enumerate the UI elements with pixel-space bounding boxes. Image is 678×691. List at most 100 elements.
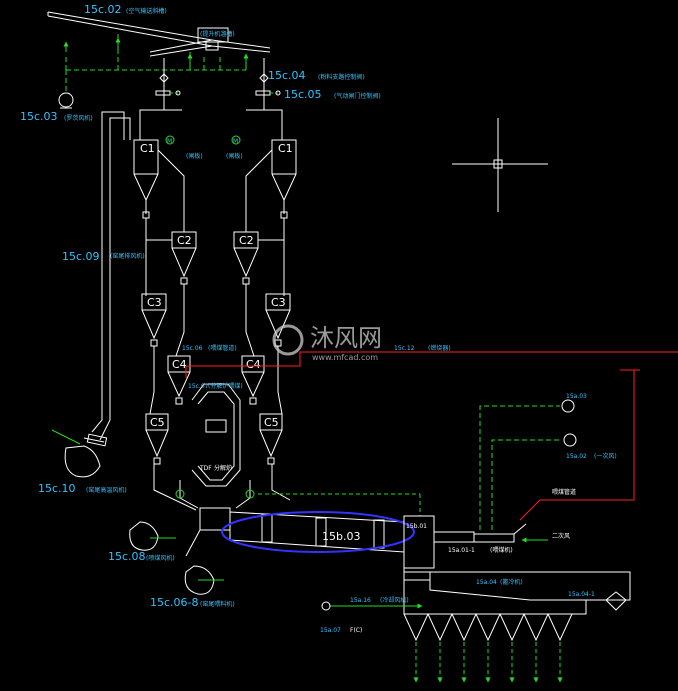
label-c4-left: C4: [172, 358, 187, 371]
burner: [473, 523, 527, 543]
label-15a01-1: 15a.01-1: [448, 547, 475, 554]
motor-label-left: M: [167, 138, 172, 145]
kiln-inlet-chamber: [185, 507, 231, 557]
label-15c068: 15c.06-8: [150, 596, 199, 609]
label-15a07: 15a.07: [320, 627, 341, 634]
gate-note-right: (闸板): [226, 152, 243, 160]
label-15c07: 15c.07: [188, 383, 209, 390]
label-c2-right: C2: [239, 234, 254, 247]
label-15c06: 15c.06: [182, 345, 203, 352]
note-15c03: (罗茨风机): [64, 114, 93, 122]
label-15a04-1: 15a.04-1: [568, 591, 595, 598]
note-15a16: (冷却风机): [380, 596, 409, 604]
label-15c08: 15c.08: [108, 550, 146, 563]
tdf-calciner: [191, 383, 241, 487]
watermark: 沐风网 www.mfcad.com: [272, 324, 382, 362]
coal-injection-fan: [129, 521, 159, 551]
cyclone-c5-right: [259, 413, 283, 465]
note-15c07: (分解炉喂煤): [208, 382, 243, 390]
motor-icon-left: [165, 135, 175, 145]
hopper-discharge-arrows: [413, 642, 563, 683]
motor-icon-right: [231, 135, 241, 145]
note-15c08: (喷煤风机): [146, 554, 175, 562]
feed-lines-upper: [139, 58, 283, 140]
note-15a01: (喂煤机): [490, 546, 513, 554]
note-15a07: F(C): [350, 627, 362, 634]
fan-icon-mid2: [245, 489, 255, 499]
cyclone-c5-left: [145, 413, 169, 465]
label-c2-left: C2: [177, 234, 192, 247]
rotary-kiln: [229, 511, 405, 553]
label-15c10: 15c.10: [38, 482, 76, 495]
label-15b01: 15b.01: [406, 523, 427, 530]
note-15c068: (窑尾喂料机): [200, 600, 235, 608]
cooling-fan-icon: [321, 601, 331, 611]
elevator-head: [205, 41, 219, 51]
coal-feed-line: [185, 351, 678, 521]
note-15c04: (粉料支路控制阀): [318, 73, 365, 81]
watermark-brand: 沐风网: [310, 324, 382, 352]
label-c1-left: C1: [140, 142, 155, 155]
label-c1-right: C1: [278, 142, 293, 155]
gas-ducts-c1-c2: [145, 149, 285, 241]
cyclone-c1-right: [271, 139, 297, 219]
note-15c02: (空气输送斜槽): [126, 7, 167, 15]
green-air-lines-mid: [258, 493, 421, 516]
roots-blower-icon: [58, 92, 74, 108]
cooler-hoppers: [403, 613, 573, 642]
watermark-url: www.mfcad.com: [312, 353, 378, 362]
label-15a04: 15a.04: [476, 579, 497, 586]
gas-ducts-c3-c4: [149, 346, 283, 415]
label-c3-right: C3: [271, 296, 286, 309]
note-15c09: (窑尾排风机): [110, 252, 145, 260]
note-15c05: (气动闸门控制阀): [334, 92, 381, 100]
cyclone-c4-left: [167, 355, 191, 405]
label-15c05: 15c.05: [284, 88, 322, 101]
primary-air-lines: [479, 405, 562, 530]
fan-15a03-icon: [561, 399, 575, 413]
note-15c12: (燃烧器): [428, 344, 451, 352]
label-15a16: 15a.16: [350, 597, 371, 604]
label-15a02: 15a.02: [566, 453, 587, 460]
kiln-tail-fan-air: [51, 429, 81, 445]
label-15c03: 15c.03: [20, 110, 58, 123]
note-red-1: 喂煤管道: [552, 488, 576, 496]
note-15c10: (窑尾高温风机): [86, 486, 127, 494]
label-15c09: 15c.09: [62, 250, 100, 263]
cyclone-c1-left: [133, 139, 159, 219]
label-15c02: 15c.02: [84, 3, 122, 16]
label-c3-left: C3: [147, 296, 162, 309]
exhaust-duct-left: [91, 111, 131, 441]
label-c4-right: C4: [246, 358, 261, 371]
note-red-2: 二次风: [552, 532, 570, 540]
kiln-tail-fan: [64, 433, 108, 478]
note-elevator: (提升机溜槽): [200, 30, 235, 38]
label-c5-left: C5: [150, 416, 165, 429]
cyclone-c4-right: [241, 355, 265, 405]
fan-icon-mid: [175, 489, 185, 499]
air-slide-conveyor: [47, 11, 271, 57]
kiln-tail-feeder: [184, 565, 215, 595]
note-15c06: (喂煤管道): [208, 344, 237, 352]
watermark-logo-icon: [272, 324, 304, 356]
crusher-icon: [605, 591, 627, 611]
air-lines-top: [65, 34, 247, 92]
label-15c12: 15c.12: [394, 345, 415, 352]
grate-cooler: [403, 568, 631, 615]
label-15a03: 15a.03: [566, 393, 587, 400]
valve-icons-top: [155, 73, 281, 96]
motor-label-right: M: [233, 138, 238, 145]
fan-15a02-icon: [563, 433, 577, 447]
label-15c04: 15c.04: [268, 69, 306, 82]
air-arrows-top: [63, 37, 249, 66]
label-15b03: 15b.03: [322, 530, 360, 543]
note-tdf: 分解炉: [214, 464, 232, 472]
gas-ducts-c2-c3: [145, 240, 285, 357]
kiln-highlight-ellipse: [221, 511, 415, 553]
label-tdf: TDF: [199, 465, 212, 472]
note-15a04: (篦冷机): [500, 578, 523, 586]
cad-crosshair-cursor: [452, 118, 548, 212]
label-c5-right: C5: [264, 416, 279, 429]
note-15a02: (一次风): [594, 452, 617, 460]
